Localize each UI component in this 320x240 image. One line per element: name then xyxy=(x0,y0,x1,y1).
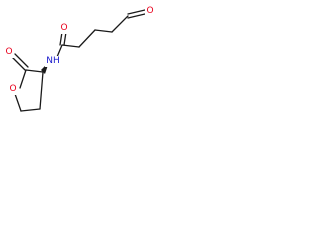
bond-chain-1 xyxy=(111,15,129,33)
bond-ring-c3-c2 xyxy=(25,69,44,73)
bond-amide-double-1 xyxy=(59,31,63,46)
bond-ring-c4-c3 xyxy=(39,71,44,110)
lactone-carbonyl-oxygen-atom: O xyxy=(4,47,14,58)
bond-chain-2 xyxy=(94,29,113,33)
aldehyde-oxygen-label: O xyxy=(146,6,153,16)
bond-chain-3 xyxy=(78,29,96,48)
atom-labels: O O NH O O xyxy=(4,6,155,95)
bonds xyxy=(11,9,146,112)
amide-oxygen-label: O xyxy=(60,23,67,33)
bond-amide-double-2 xyxy=(63,31,67,46)
amide-nitrogen-atom: NH xyxy=(45,56,62,67)
aldehyde-oxygen-atom: O xyxy=(145,6,155,17)
bond-amide-cn xyxy=(56,44,63,58)
lactone-ring-oxygen-label: O xyxy=(9,84,16,94)
lactone-carbonyl-oxygen-label: O xyxy=(5,47,12,57)
lactone-ring-oxygen-atom: O xyxy=(8,84,19,95)
bond-lactone-double-2 xyxy=(14,53,29,68)
chemical-structure-diagram: O O NH O O xyxy=(4,6,155,112)
bond-chain-4 xyxy=(61,44,80,48)
amide-nitrogen-label: NH xyxy=(46,56,60,66)
bond-aldehyde-double-1 xyxy=(127,9,146,15)
bond-ring-c5-c4 xyxy=(20,108,41,112)
bond-ring-c2-o1 xyxy=(19,69,27,89)
bond-aldehyde-double-2 xyxy=(127,13,146,19)
bond-lactone-double-1 xyxy=(11,56,26,71)
amide-oxygen-atom: O xyxy=(59,23,69,34)
